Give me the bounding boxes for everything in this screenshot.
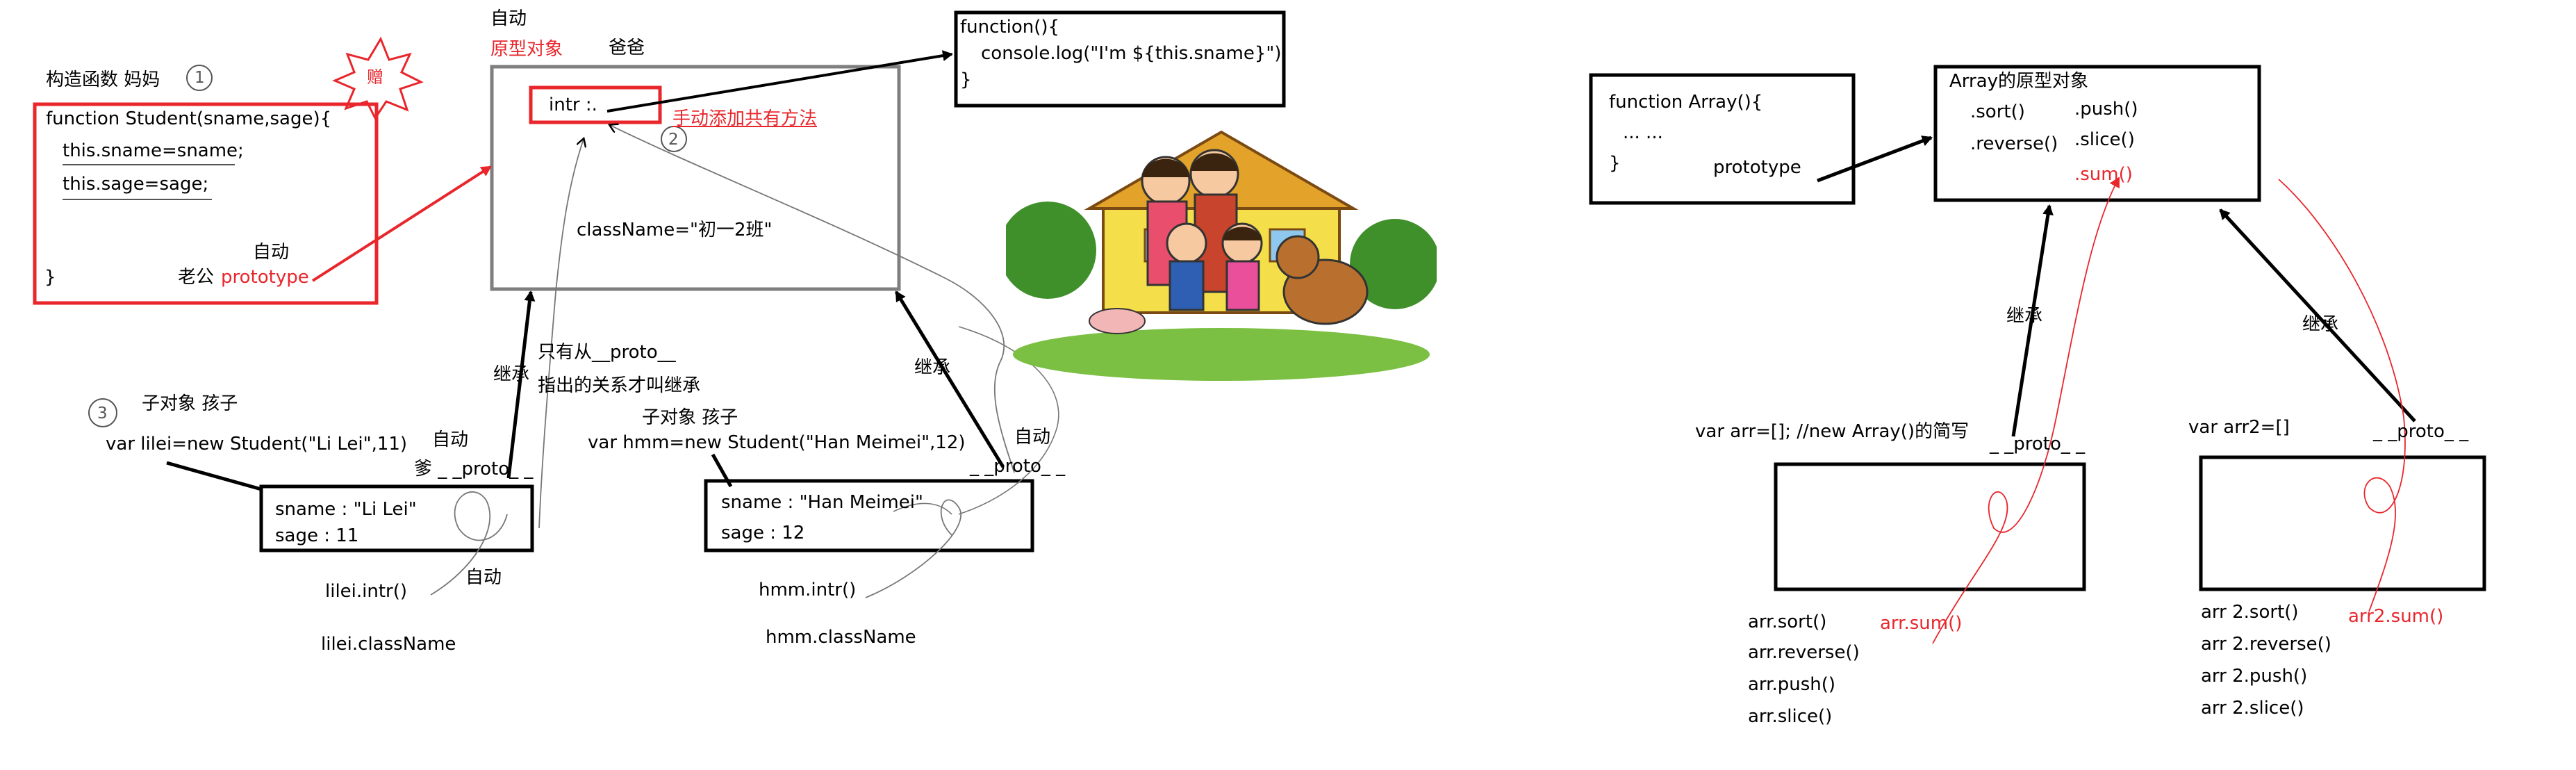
- classname-prop: className="初一2班": [577, 220, 773, 240]
- hmm-intr-call: hmm.intr(): [759, 580, 857, 600]
- auto-label-ctor: 自动: [253, 242, 290, 263]
- method-sort: .sort(): [1970, 101, 2025, 122]
- lilei-sname: sname : "Li Lei": [275, 499, 417, 520]
- array-prototype-box: [1933, 65, 2261, 202]
- pointed-relation: 指出的关系才叫继承: [538, 375, 701, 396]
- gift-label: 赠: [367, 67, 383, 87]
- circle-number-3: 3: [97, 404, 108, 423]
- auto-label-hmm: 自动: [1014, 427, 1051, 448]
- func-code-2: console.log("I'm ${this.sname}"): [981, 43, 1282, 64]
- arr2-proto-label: _ _proto_ _: [2373, 421, 2469, 442]
- prototype-label-left: prototype: [221, 267, 309, 288]
- array-code-3: }: [1609, 153, 1621, 174]
- code-line-4: }: [44, 267, 56, 288]
- lilei-sage: sage : 11: [275, 525, 359, 546]
- husband-label: 老公: [178, 267, 215, 288]
- arr2-call-sum: arr2.sum(): [2348, 606, 2444, 627]
- arr-call-reverse: arr.reverse(): [1748, 642, 1860, 663]
- array-proto-title: Array的原型对象: [1949, 71, 2089, 92]
- arr2-call-slice: arr 2.slice(): [2201, 698, 2304, 719]
- lilei-object-box: [259, 484, 534, 552]
- arr-call-sum: arr.sum(): [1880, 613, 1963, 634]
- code-line-3: this.sage=sage;: [63, 174, 209, 195]
- inherit-label-a: 继承: [2006, 306, 2043, 327]
- arr2-box: [2199, 455, 2486, 591]
- arr2-call-push: arr 2.push(): [2201, 666, 2308, 687]
- gift-star: [332, 36, 424, 120]
- child-label-2: 子对象 孩子: [642, 407, 738, 428]
- lilei-classname-access: lilei.className: [321, 634, 456, 655]
- arr-call-slice: arr.slice(): [1748, 706, 1833, 727]
- arr2-declaration: var arr2=[]: [2188, 417, 2290, 438]
- prototype-label-right: prototype: [1713, 157, 1801, 178]
- family-illustration: [1006, 130, 1437, 381]
- circle-number-2: 2: [668, 131, 679, 149]
- arr-call-push: arr.push(): [1748, 674, 1836, 695]
- arr-proto-label: _ _proto_ _: [1990, 434, 2086, 454]
- hmm-proto-label: _ _proto_ _: [970, 456, 1066, 477]
- array-code-2: ... ...: [1623, 122, 1663, 143]
- inherit-label-b: 继承: [2302, 314, 2339, 335]
- manual-add-label: 手动添加共有方法: [672, 108, 818, 129]
- dad-proto-label: 爹 _ _proto_ _: [414, 459, 534, 480]
- hmm-object-box: [704, 479, 1034, 552]
- prototype-object-label: 原型对象: [490, 39, 563, 60]
- lilei-intr-call: lilei.intr(): [325, 581, 408, 602]
- hmm-declaration: var hmm=new Student("Han Meimei",12): [588, 432, 966, 453]
- arr-declaration: var arr=[]; //new Array()的简写: [1695, 421, 1970, 442]
- intr-method: intr :.: [549, 95, 597, 115]
- auto-label-under: 自动: [465, 567, 502, 588]
- auto-label-top: 自动: [490, 8, 527, 29]
- array-function-box: [1589, 73, 1856, 205]
- method-slice: .slice(): [2074, 129, 2135, 150]
- lilei-declaration: var lilei=new Student("Li Lei",11): [106, 434, 408, 454]
- circle-number-1: 1: [195, 69, 205, 87]
- code-line-1: function Student(sname,sage){: [46, 108, 332, 129]
- prototype-object-box: [490, 65, 901, 291]
- inherit-label-2: 继承: [914, 357, 951, 378]
- arr2-call-reverse: arr 2.reverse(): [2201, 634, 2331, 655]
- dad-label: 爸爸: [609, 38, 645, 58]
- code-line-2: this.sname=sname;: [63, 140, 244, 161]
- only-from-proto: 只有从__proto__: [538, 342, 676, 363]
- hmm-sage: sage : 12: [721, 523, 805, 543]
- intr-box: [529, 85, 662, 124]
- func-code-3: }: [960, 69, 972, 90]
- child-label-1: 子对象 孩子: [142, 393, 238, 414]
- func-code-1: function(){: [960, 17, 1060, 38]
- method-push: .push(): [2074, 99, 2138, 120]
- arr-box: [1774, 462, 2086, 591]
- method-reverse: .reverse(): [1970, 133, 2058, 154]
- hmm-sname: sname : "Han Meimei": [721, 492, 923, 513]
- constructor-label: 构造函数 妈妈: [46, 69, 160, 90]
- inherit-label-1: 继承: [493, 364, 530, 385]
- method-sum: .sum(): [2074, 164, 2133, 185]
- arr2-call-sort: arr 2.sort(): [2201, 602, 2299, 623]
- auto-label-lilei: 自动: [432, 429, 469, 450]
- function-box: [954, 10, 1286, 108]
- hmm-classname-access: hmm.className: [766, 627, 916, 648]
- array-code-1: function Array(){: [1609, 92, 1763, 113]
- constructor-box: [33, 102, 379, 305]
- arr-call-sort: arr.sort(): [1748, 612, 1827, 632]
